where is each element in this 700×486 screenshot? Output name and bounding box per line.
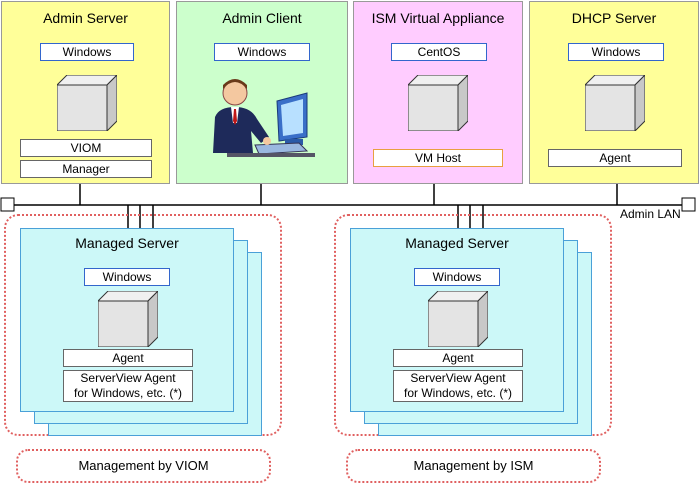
managed-server-serverview: ServerView Agent for Windows, etc. (*): [63, 370, 193, 402]
ism-appliance-os: CentOS: [391, 43, 487, 61]
admin-client-box: Admin Client Windows: [176, 1, 348, 184]
viom-caption-box: Management by VIOM: [16, 449, 271, 483]
managed-server-title: Managed Server: [75, 235, 179, 251]
admin-user-icon: [213, 79, 315, 157]
ism-appliance-title: ISM Virtual Appliance: [371, 10, 505, 26]
network-node-icon: [681, 197, 696, 212]
viom-caption: Management by VIOM: [78, 458, 209, 473]
ism-caption: Management by ISM: [413, 458, 534, 473]
managed-server-agent: Agent: [393, 349, 523, 367]
admin-server-viom: VIOM: [20, 139, 152, 157]
admin-client-os: Windows: [214, 43, 310, 61]
dhcp-server-agent: Agent: [548, 149, 682, 167]
managed-server-title: Managed Server: [405, 235, 509, 251]
admin-client-title: Admin Client: [222, 10, 302, 26]
managed-server-serverview: ServerView Agent for Windows, etc. (*): [393, 370, 523, 402]
ism-vm-host: VM Host: [373, 149, 503, 167]
server-cube-icon: [408, 75, 468, 131]
admin-lan-label: Admin LAN: [620, 207, 681, 221]
dhcp-server-box: DHCP Server Windows Agent: [529, 1, 699, 184]
managed-server-os: Windows: [84, 268, 170, 286]
dhcp-server-title: DHCP Server: [571, 10, 657, 26]
ism-caption-box: Management by ISM: [346, 449, 601, 483]
server-cube-icon: [585, 75, 645, 131]
server-cube-icon: [428, 291, 488, 347]
managed-server-card-viom: Managed Server Windows Agent ServerView …: [20, 228, 234, 412]
dhcp-server-os: Windows: [568, 43, 664, 61]
managed-server-card-ism: Managed Server Windows Agent ServerView …: [350, 228, 564, 412]
managed-server-agent: Agent: [63, 349, 193, 367]
server-cube-icon: [98, 291, 158, 347]
ism-appliance-box: ISM Virtual Appliance CentOS VM Host: [353, 1, 523, 184]
managed-server-os: Windows: [414, 268, 500, 286]
server-cube-icon: [57, 75, 117, 131]
admin-server-title: Admin Server: [43, 10, 128, 26]
admin-server-box: Admin Server Windows VIOM Manager: [1, 1, 170, 184]
admin-server-os: Windows: [40, 43, 134, 61]
admin-server-manager: Manager: [20, 160, 152, 178]
network-node-icon: [0, 197, 15, 212]
